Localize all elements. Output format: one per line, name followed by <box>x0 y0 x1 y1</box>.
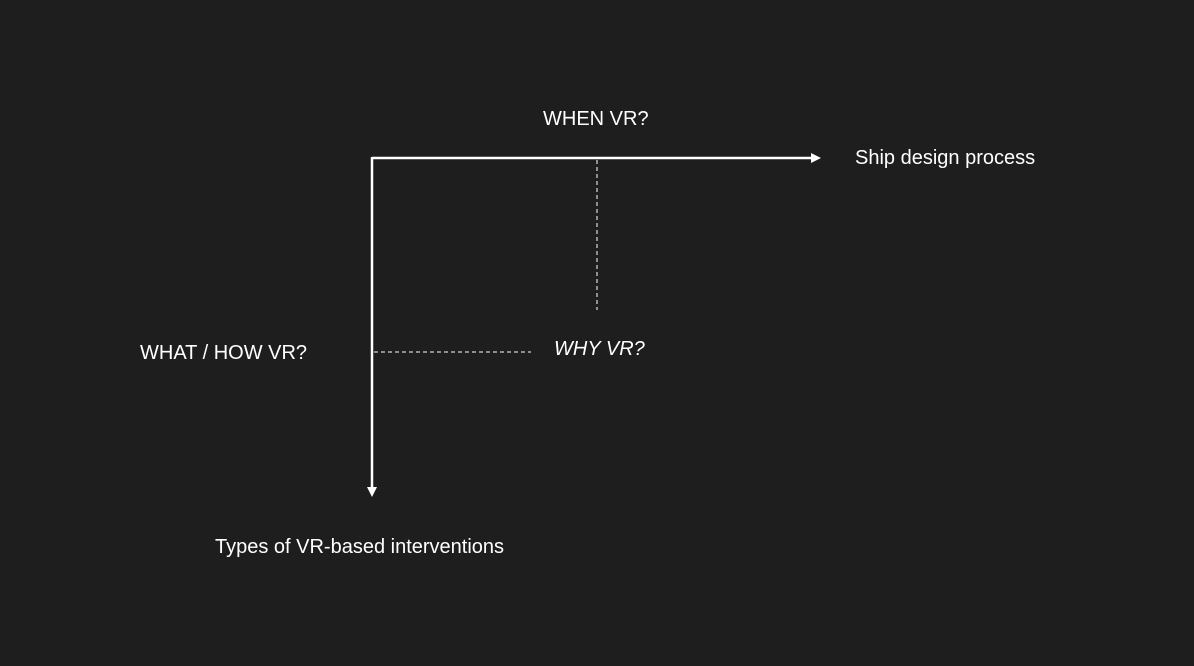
types-of-interventions-label: Types of VR-based interventions <box>215 536 505 558</box>
ship-design-process-label: Ship design process <box>855 147 1036 169</box>
why-vr-label: WHY VR? <box>554 338 645 360</box>
horizontal-axis-arrowhead <box>811 153 821 163</box>
vertical-axis-arrowhead <box>367 487 377 497</box>
what-how-vr-label: WHAT / HOW VR? <box>140 342 308 364</box>
when-vr-label: WHEN VR? <box>543 108 649 130</box>
